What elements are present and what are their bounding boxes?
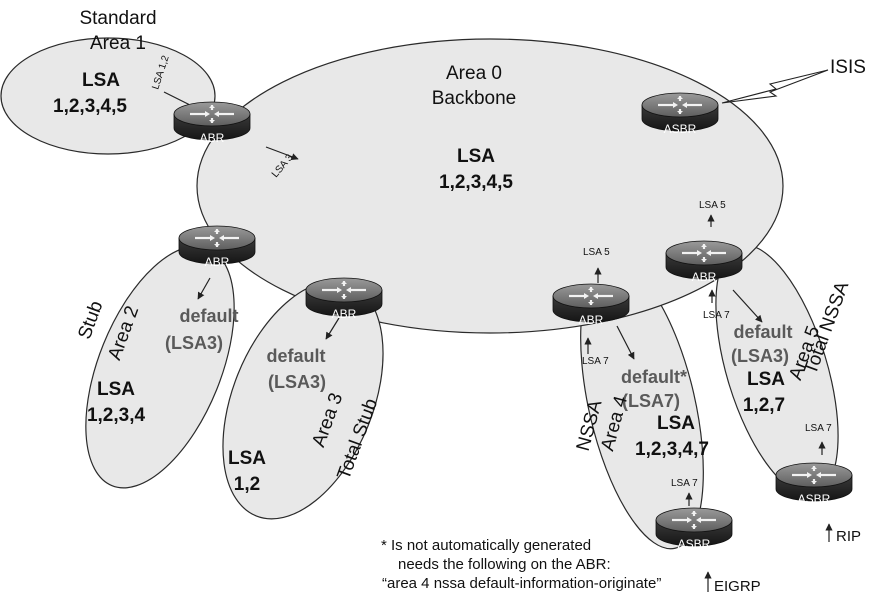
router-label: ABR <box>200 131 225 145</box>
router-label: ASBR <box>664 122 697 136</box>
abr-area1-router[interactable]: ABR <box>172 100 252 145</box>
router-label: ABR <box>332 307 357 321</box>
area5-lsa-list: 1,2,7 <box>743 395 785 416</box>
area2-default-line2: (LSA3) <box>165 333 223 353</box>
area2-lsa-title: LSA <box>97 379 135 400</box>
area0-name-label: Area 0 <box>446 63 502 84</box>
footnote-line2: needs the following on the ABR: <box>398 556 611 573</box>
asbr-area5-router[interactable]: ASBR <box>774 461 854 506</box>
area2-default-arrow <box>197 277 211 300</box>
area2-type-label: Stub <box>74 298 107 342</box>
area3-lsa-list: 1,2 <box>234 474 260 495</box>
area0-subtitle-label: Backbone <box>432 88 517 109</box>
area2-default-line1: default <box>179 306 238 326</box>
abr-area2-router[interactable]: ABR <box>177 224 257 269</box>
area0-lsa-title: LSA <box>457 146 495 167</box>
area3-default-line1: default <box>266 346 325 366</box>
area5-lsa-title: LSA <box>747 369 785 390</box>
area1-lsa-title: LSA <box>82 70 120 91</box>
area5-default-line2: (LSA3) <box>731 346 789 366</box>
area4-default-line1: default* <box>621 367 687 387</box>
area5-lsa7-in-label: LSA 7 <box>703 310 730 321</box>
abr-area5-router[interactable]: ABR <box>664 239 744 284</box>
eigrp-label: EIGRP <box>714 578 761 595</box>
rip-label: RIP <box>836 528 861 545</box>
abr-area3-router[interactable]: ABR <box>304 276 384 321</box>
area4-lsa5-label: LSA 5 <box>583 247 610 258</box>
area4-lsa-title: LSA <box>657 413 695 434</box>
area4-default-line2: (LSA7) <box>622 391 680 411</box>
router-label: ABR <box>692 270 717 284</box>
area3-lsa-title: LSA <box>228 448 266 469</box>
area5-lsa5-label: LSA 5 <box>699 200 726 211</box>
area1-shape <box>0 37 216 155</box>
area2-lsa-list: 1,2,3,4 <box>87 405 146 426</box>
isis-label: ISIS <box>830 57 866 78</box>
area4-lsa-list: 1,2,3,4,7 <box>635 439 709 460</box>
asbr-area4-router[interactable]: ASBR <box>654 506 734 551</box>
area4-lsa7-in-label: LSA 7 <box>582 356 609 367</box>
area4-default-arrow <box>616 325 635 360</box>
lsa3-arrow <box>265 146 299 161</box>
area3-default-arrow <box>325 317 340 340</box>
router-label: ASBR <box>678 537 711 551</box>
isis-lightning-icon <box>721 69 829 104</box>
area0-lsa-list: 1,2,3,4,5 <box>439 172 513 193</box>
area5-default-arrow <box>732 289 763 323</box>
footnote-line3: “area 4 nssa default-information-origina… <box>382 575 661 592</box>
area1-lsa-list: 1,2,3,4,5 <box>53 96 127 117</box>
router-label: ABR <box>579 313 604 327</box>
router-label: ASBR <box>798 492 831 506</box>
router-label: ABR <box>205 255 230 269</box>
area5-default-line1: default <box>733 322 792 342</box>
footnote-line1: * Is not automatically generated <box>381 537 591 554</box>
area1-name-label: Area 1 <box>90 33 146 54</box>
area1-type-label: Standard <box>79 8 156 29</box>
asbr-backbone-router[interactable]: ASBR <box>640 91 720 136</box>
area4-lsa7-asbr-label: LSA 7 <box>671 478 698 489</box>
area0-shape <box>196 38 784 334</box>
area3-default-line2: (LSA3) <box>268 372 326 392</box>
area5-lsa7-asbr-label: LSA 7 <box>805 423 832 434</box>
abr-area4-router[interactable]: ABR <box>551 282 631 327</box>
